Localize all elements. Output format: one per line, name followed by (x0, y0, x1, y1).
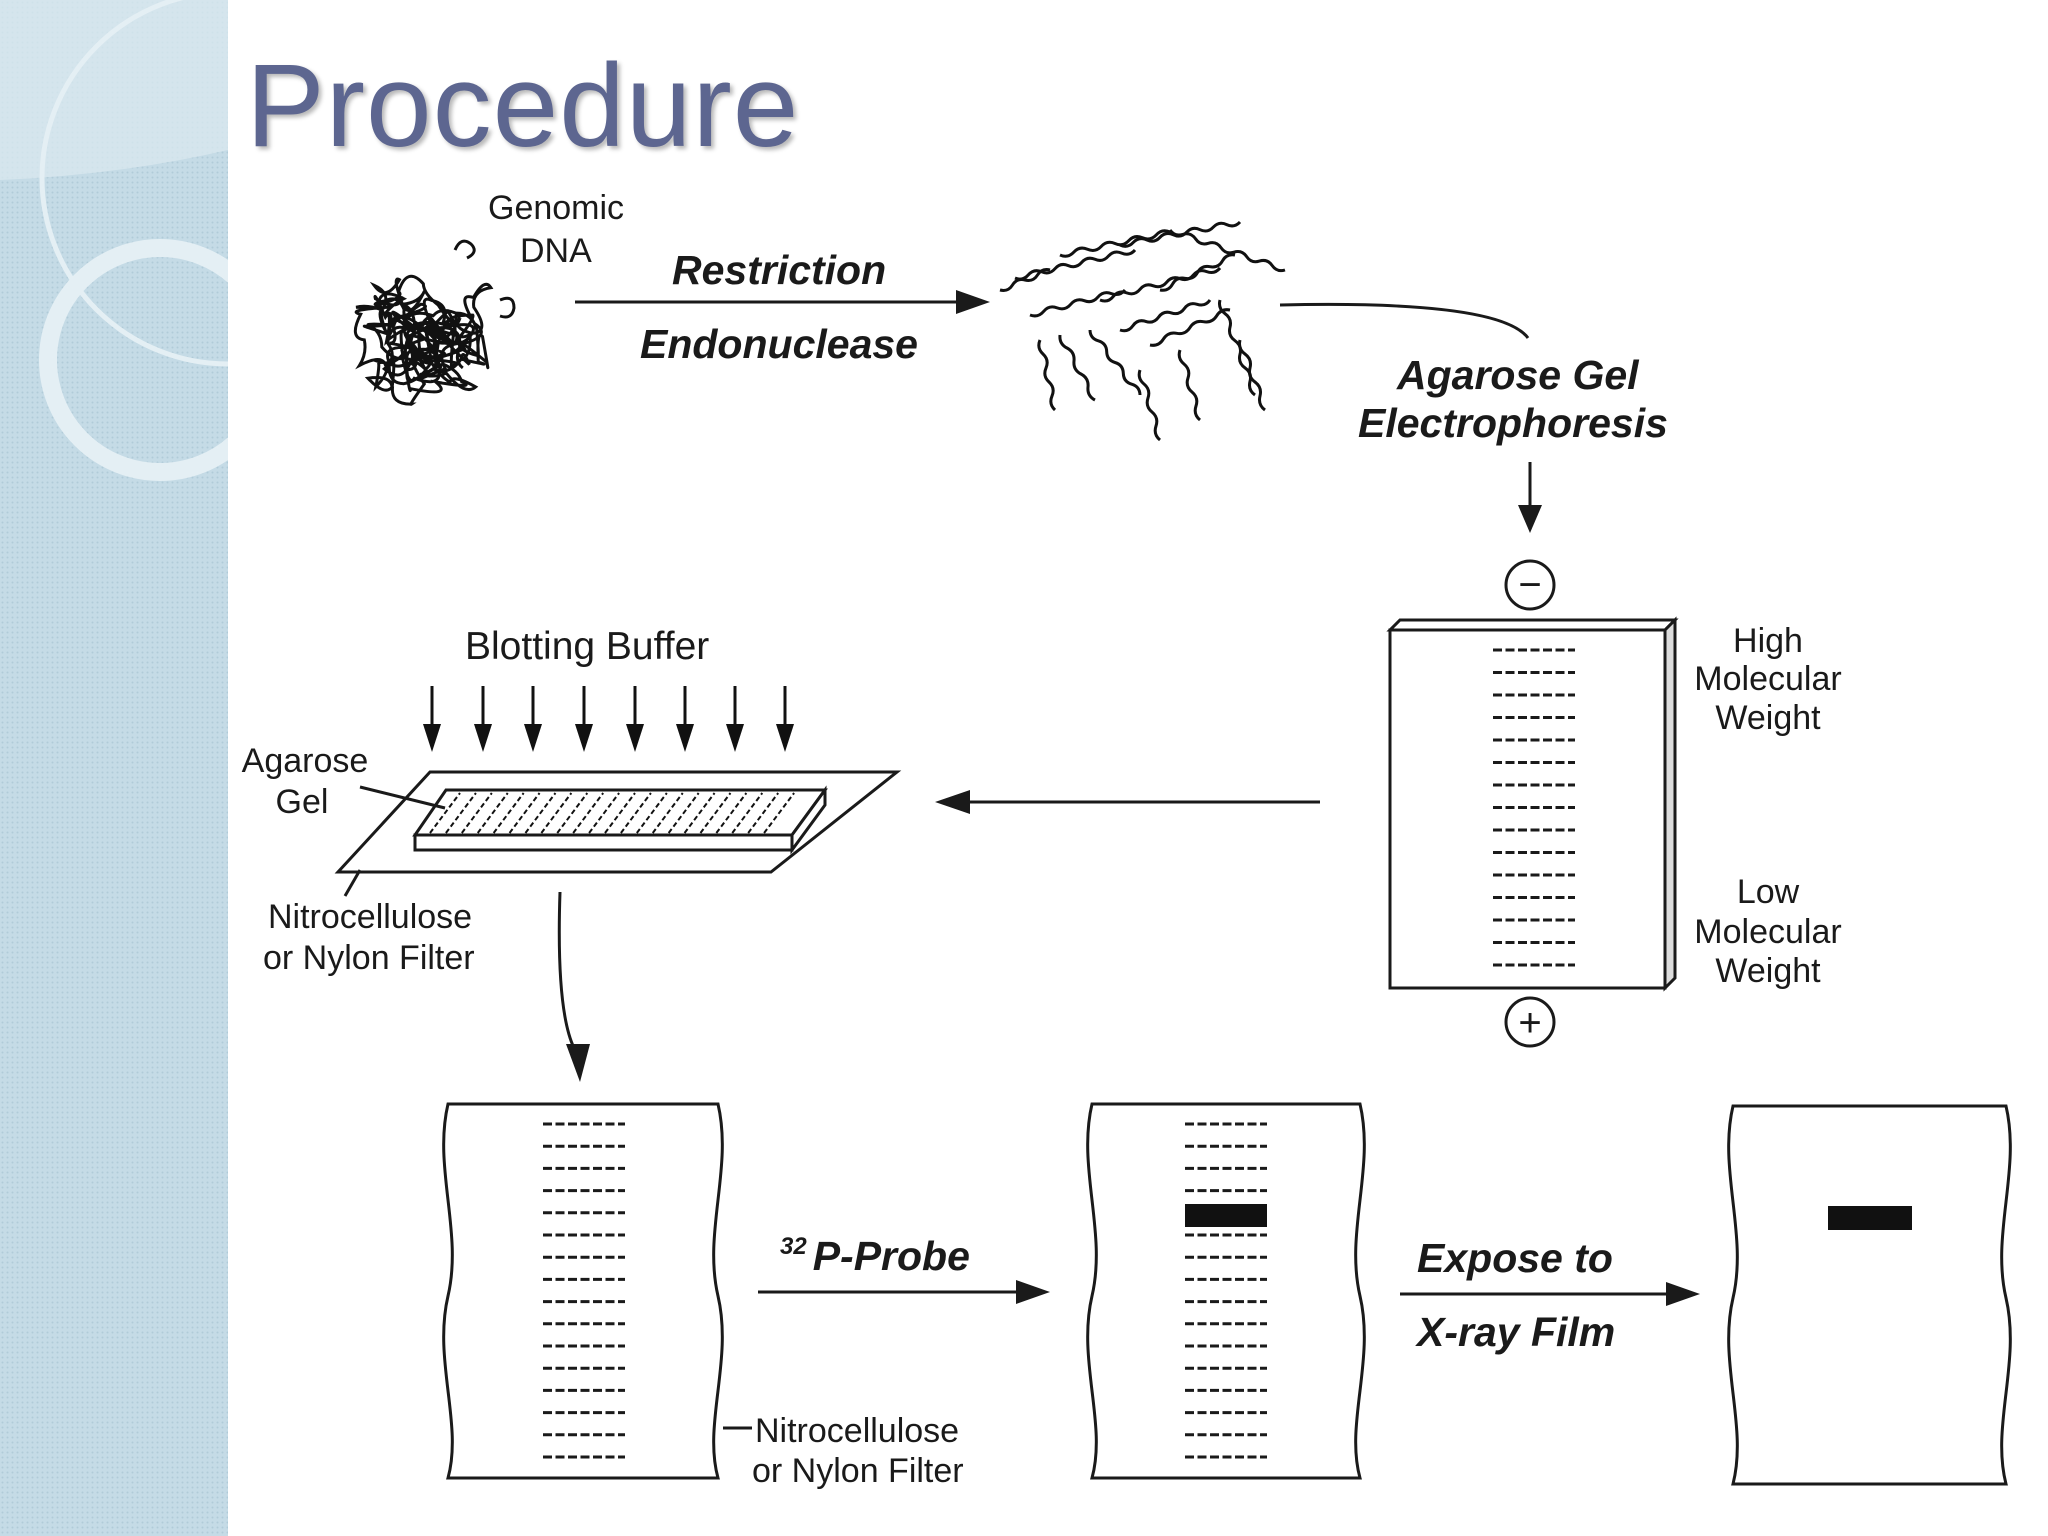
page-title: Procedure (246, 40, 800, 172)
electrophoresis-label-line1: Agarose Gel (1396, 352, 1640, 398)
svg-text:+: + (1518, 1001, 1541, 1045)
plus-electrode-icon: + (1504, 996, 1556, 1048)
filter-pointer-top (343, 869, 362, 897)
buffer-arrows (423, 686, 794, 752)
expose-label-line1: Expose to (1417, 1235, 1613, 1281)
probe-arrowhead (1016, 1280, 1050, 1304)
sidebar-ring-small (39, 239, 228, 481)
endonuclease-label: Endonuclease (640, 321, 918, 367)
expose-arrowhead (1666, 1282, 1700, 1306)
electrophoresis-gel (1386, 616, 1679, 992)
xray-film (1727, 1104, 2012, 1486)
genomic-dna-label-line2: DNA (520, 232, 592, 270)
filter-top-label-line2: or Nylon Filter (263, 939, 475, 977)
gel-bands (1493, 648, 1575, 967)
low-mw-line2: Molecular (1694, 913, 1841, 951)
filter-bottom-label-line2: or Nylon Filter (752, 1452, 964, 1490)
agarose-gel-label-line1: Agarose (242, 742, 369, 780)
dna-fragments-icon (999, 220, 1286, 442)
agarose-gel-pointer (359, 785, 446, 810)
blot-down-arrow (557, 891, 576, 1049)
low-mw-line1: Low (1737, 873, 1800, 911)
blot-down-arrowhead (566, 1044, 590, 1082)
high-mw-line1: High (1733, 622, 1803, 660)
electrophoresis-arrowhead (1518, 505, 1542, 533)
high-mw-line2: Molecular (1694, 660, 1841, 698)
high-mw-line3: Weight (1715, 699, 1821, 737)
decorative-sidebar (0, 0, 228, 1536)
expose-label-line2: X-ray Film (1415, 1309, 1615, 1355)
dna-coil-icon (353, 239, 516, 406)
svg-text:−: − (1518, 563, 1541, 607)
electrophoresis-connector (1279, 302, 1530, 339)
probe-superscript: 32 (780, 1233, 807, 1260)
filter-bands (543, 1122, 625, 1459)
agarose-gel-label-line2: Gel (276, 783, 329, 821)
sidebar-ring-large (39, 0, 228, 367)
genomic-dna-label-line1: Genomic (488, 189, 624, 227)
electrophoresis-label-line2: Electrophoresis (1358, 400, 1668, 446)
restriction-label: Restriction (672, 247, 886, 293)
hybridized-target-band (1185, 1204, 1267, 1227)
minus-electrode-icon: − (1504, 559, 1556, 611)
filter-top-label-line1: Nitrocellulose (268, 898, 472, 936)
xray-film-band (1828, 1206, 1912, 1230)
probe-text: P-Probe (813, 1233, 970, 1279)
blotting-buffer-label: Blotting Buffer (465, 625, 709, 668)
blot-agarose-gel-slab (412, 785, 828, 855)
filter-membrane (442, 1102, 724, 1480)
restriction-arrowhead (956, 290, 990, 314)
hybridized-membrane (1086, 1102, 1366, 1480)
low-mw-line3: Weight (1715, 952, 1821, 990)
transfer-arrowhead (935, 790, 970, 814)
filter-bottom-label-line1: Nitrocellulose (755, 1412, 959, 1450)
